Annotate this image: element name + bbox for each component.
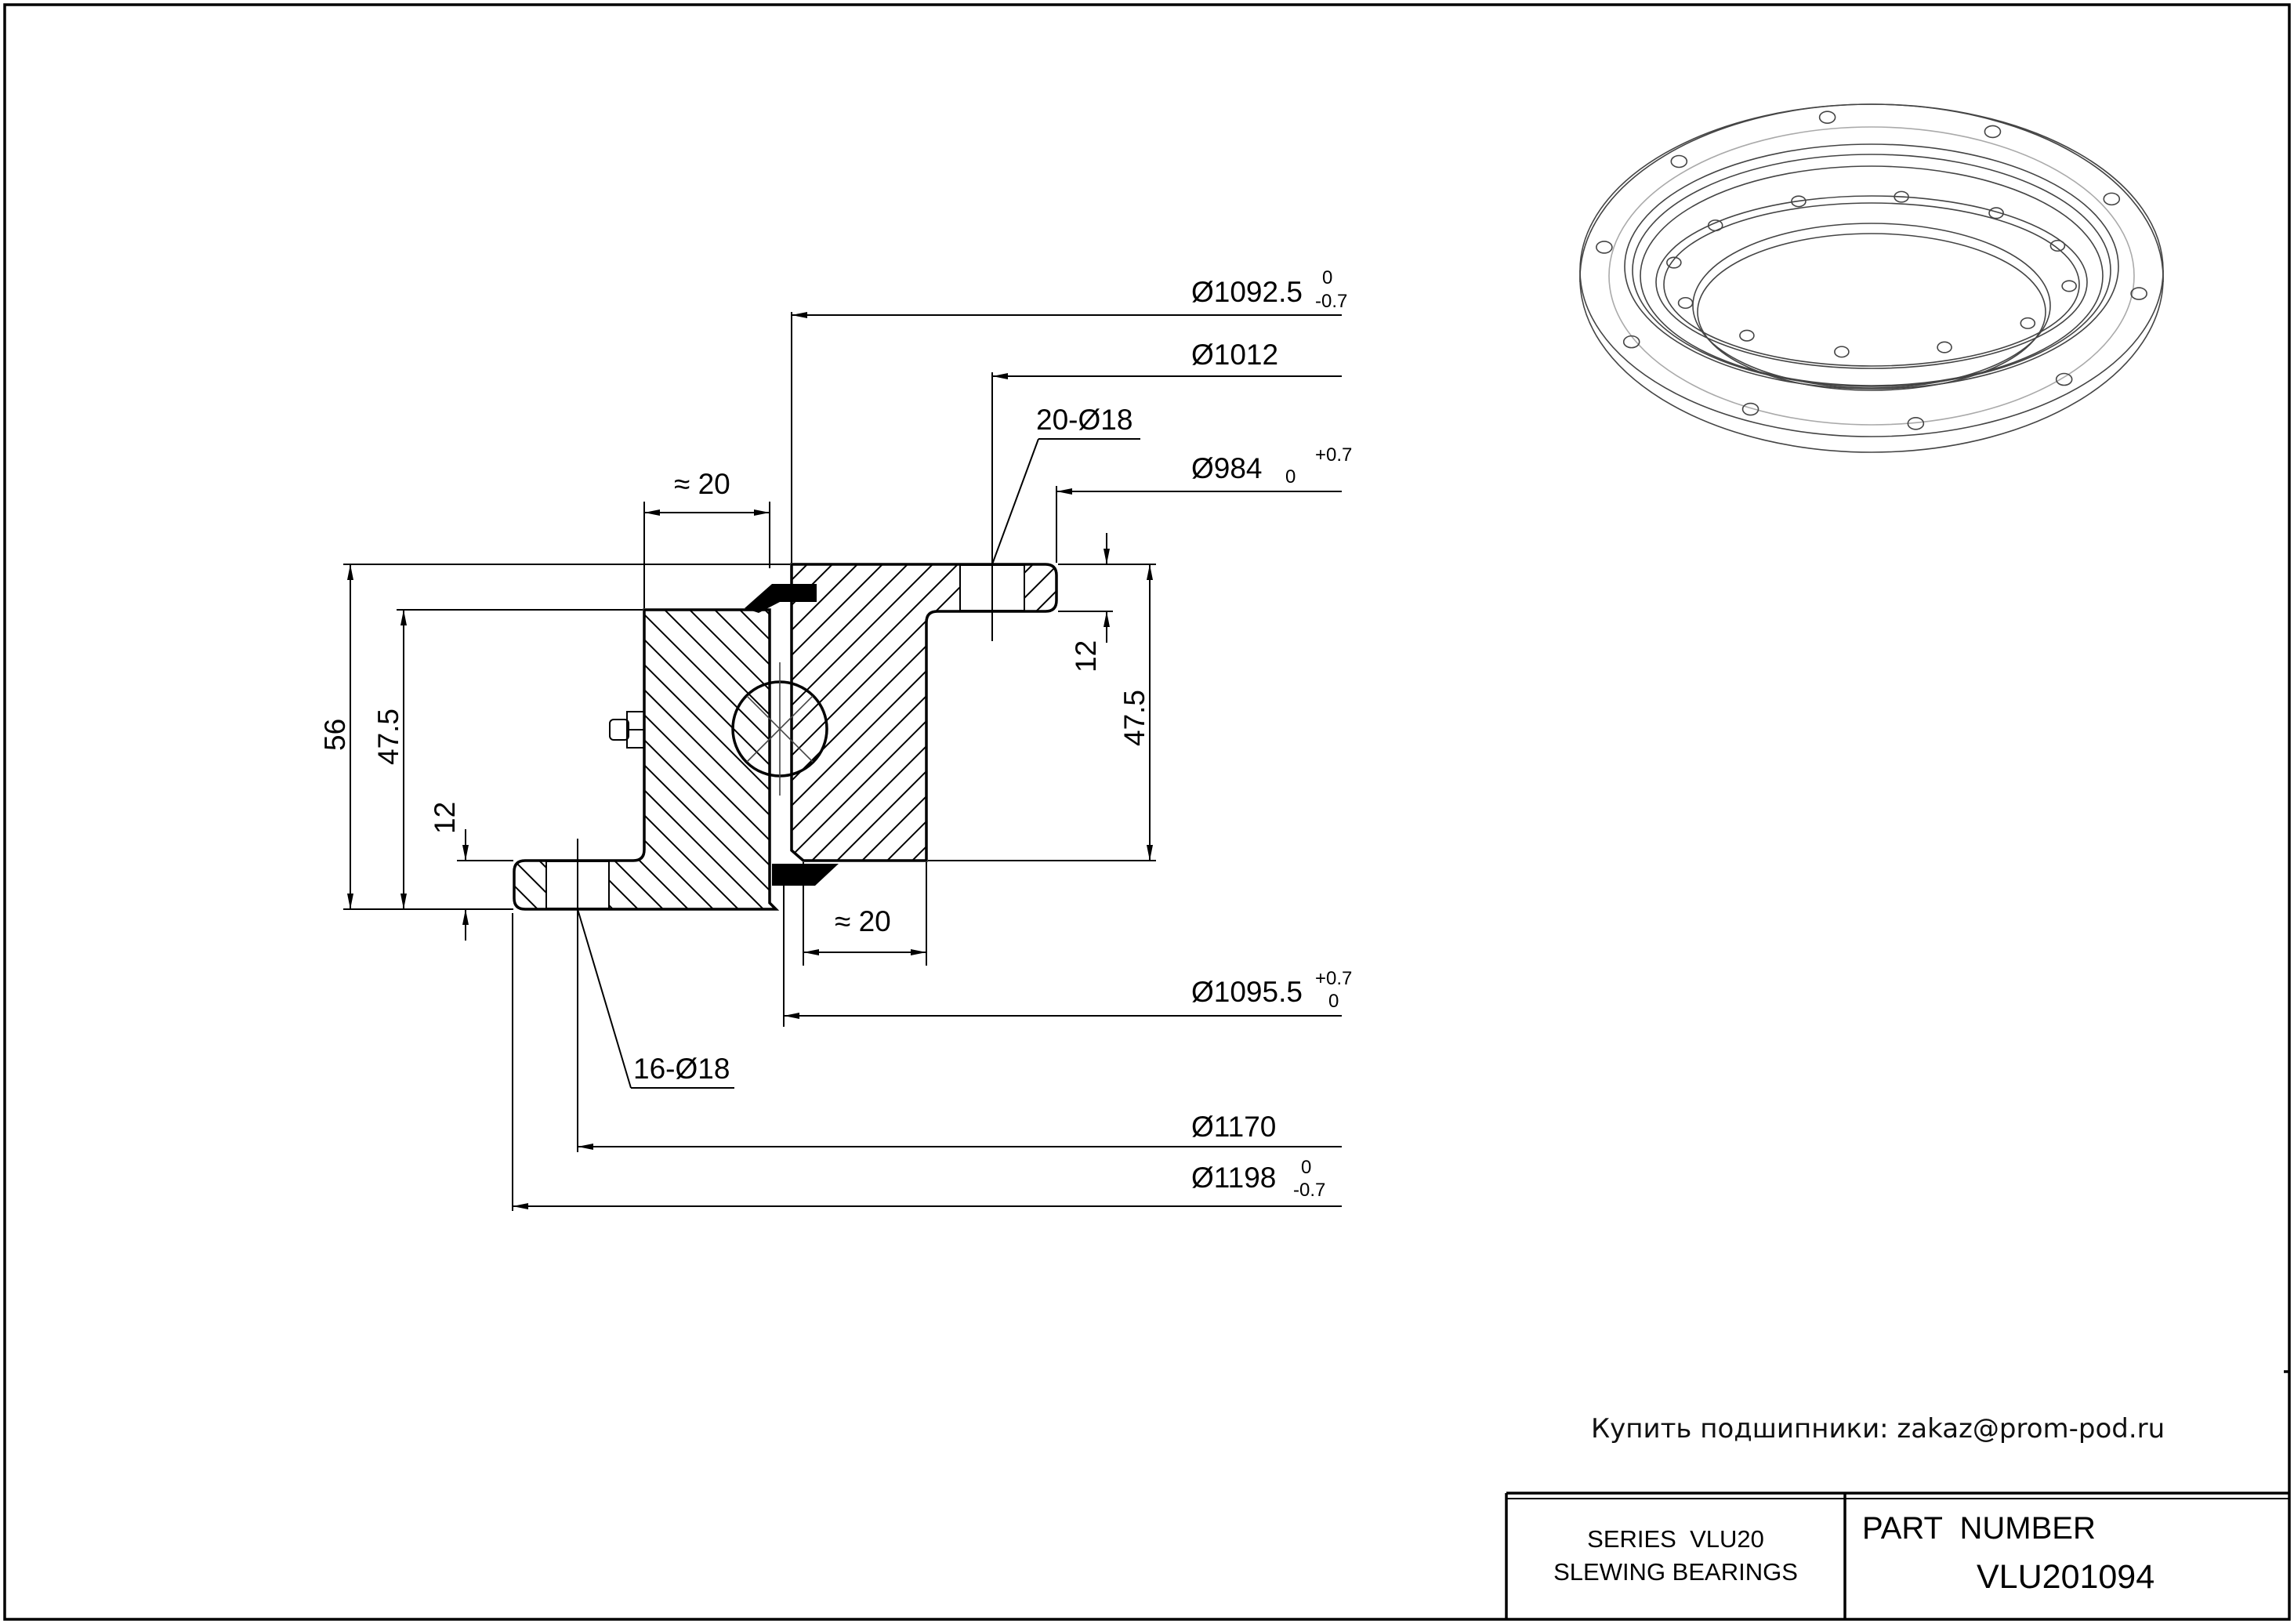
inner-ring [513,608,780,911]
part-number-label: PART NUMBER [1862,1511,2096,1546]
dimension-lines [347,312,1342,1209]
seal-top [745,584,817,613]
drawing-frame [3,3,2291,1621]
dim-d1095-5: Ø1095.5 [1191,976,1303,1008]
title-block [1505,1370,2289,1619]
dim-holes-outer: 20-Ø18 [1036,404,1133,436]
dim-d1092-5: Ø1092.5 [1191,276,1303,308]
title-block-series: SERIES VLU20 SLEWING BEARINGS [1506,1493,1845,1619]
series-type: SLEWING BEARINGS [1553,1558,1798,1586]
dim-d984-tol-upper: +0.7 [1315,444,1352,466]
ball [731,662,828,796]
dim-flange-right: 12 [1070,640,1102,672]
dim-d1012: Ø1012 [1191,339,1278,371]
dimension-labels: Ø1092.5 0 -0.7 Ø1012 20-Ø18 Ø984 +0.7 0 … [319,267,1352,1201]
dim-d1095-5-tol-upper: +0.7 [1315,968,1352,989]
dim-d984: Ø984 [1191,452,1263,484]
dim-d1170: Ø1170 [1191,1111,1276,1143]
dim-d1092-5-tol-upper: 0 [1322,267,1332,288]
bearing-isometric-view [1579,103,2164,453]
series-name: SERIES VLU20 [1587,1525,1764,1553]
dim-d1198-tol-lower: -0.7 [1293,1180,1325,1201]
dim-height-left: 47.5 [372,709,404,765]
grease-nipple [609,711,645,749]
outer-ring [790,563,1058,862]
dim-gap-top: ≈ 20 [674,468,730,500]
dim-d984-tol-lower: 0 [1285,466,1296,488]
extension-lines [343,312,1156,1211]
bearing-cross-section [513,563,1058,911]
dim-d1095-5-tol-lower: 0 [1328,991,1339,1012]
dim-d1198-tol-upper: 0 [1301,1157,1311,1178]
seal-bottom [772,864,839,886]
dim-flange-left: 12 [429,802,461,834]
dim-holes-inner: 16-Ø18 [633,1053,730,1085]
dim-height-total: 56 [319,719,351,751]
part-number: VLU201094 [1977,1558,2155,1596]
dim-gap-bottom: ≈ 20 [835,905,891,937]
dim-d1092-5-tol-lower: -0.7 [1315,291,1347,312]
contact-text: Купить подшипники: zakaz@prom-pod.ru [1591,1413,2165,1445]
dim-height-right: 47.5 [1118,690,1151,746]
dim-d1198: Ø1198 [1191,1162,1276,1194]
